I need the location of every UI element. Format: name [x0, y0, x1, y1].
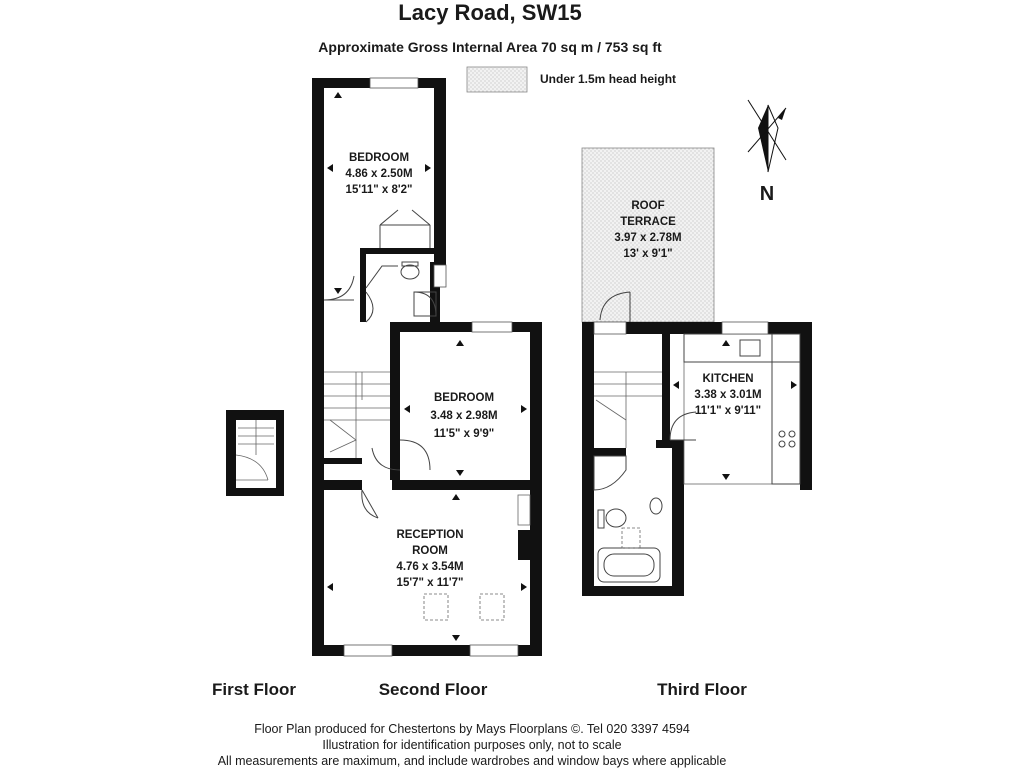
first-floor-plan [226, 410, 284, 496]
footer-credit: Floor Plan produced for Chestertons by M… [254, 722, 690, 736]
bedroom-1-metric: 4.86 x 2.50M [345, 168, 412, 180]
bedroom-2-imperial: 11'5" x 9'9" [434, 428, 495, 440]
legend-label: Under 1.5m head height [540, 72, 676, 86]
second-floor-plan [312, 77, 542, 657]
bedroom-2-name: BEDROOM [434, 392, 494, 404]
north-compass-icon: N [747, 99, 787, 205]
room-label-bedroom-1: BEDROOM 4.86 x 2.50M 15'11" x 8'2" [345, 152, 412, 196]
reception-name-1: RECEPTION [396, 529, 463, 541]
roof-terrace-area [581, 147, 715, 323]
bedroom-1-name: BEDROOM [349, 152, 409, 164]
room-label-roof-terrace: ROOF TERRACE 3.97 x 2.78M 13' x 9'1" [614, 200, 681, 260]
terrace-metric: 3.97 x 2.78M [614, 232, 681, 244]
north-label: N [760, 183, 774, 205]
terrace-imperial: 13' x 9'1" [623, 248, 672, 260]
first-floor-label: First Floor [212, 680, 296, 699]
kitchen-imperial: 11'1" x 9'11" [695, 405, 761, 417]
room-label-bedroom-2: BEDROOM 3.48 x 2.98M 11'5" x 9'9" [430, 392, 497, 440]
kitchen-name: KITCHEN [702, 373, 753, 385]
plan-title: Lacy Road, SW15 [398, 0, 581, 25]
third-floor-plan [581, 147, 812, 596]
terrace-name-2: TERRACE [620, 216, 676, 228]
legend-swatch [466, 66, 528, 93]
terrace-name-1: ROOF [631, 200, 664, 212]
room-label-kitchen: KITCHEN 3.38 x 3.01M 11'1" x 9'11" [694, 373, 761, 417]
bedroom-2-metric: 3.48 x 2.98M [430, 410, 497, 422]
kitchen-metric: 3.38 x 3.01M [694, 389, 761, 401]
room-label-reception: RECEPTION ROOM 4.76 x 3.54M 15'7" x 11'7… [396, 529, 463, 589]
bedroom-1-imperial: 15'11" x 8'2" [346, 184, 413, 196]
legend: Under 1.5m head height [466, 66, 676, 93]
footer-disclaimer: Illustration for identification purposes… [322, 738, 621, 752]
second-floor-label: Second Floor [379, 680, 488, 699]
reception-imperial: 15'7" x 11'7" [397, 577, 464, 589]
reception-name-2: ROOM [412, 545, 448, 557]
footer-measurements-note: All measurements are maximum, and includ… [218, 754, 727, 768]
gross-area: Approximate Gross Internal Area 70 sq m … [318, 39, 662, 55]
reception-metric: 4.76 x 3.54M [396, 561, 463, 573]
third-floor-label: Third Floor [657, 680, 747, 699]
